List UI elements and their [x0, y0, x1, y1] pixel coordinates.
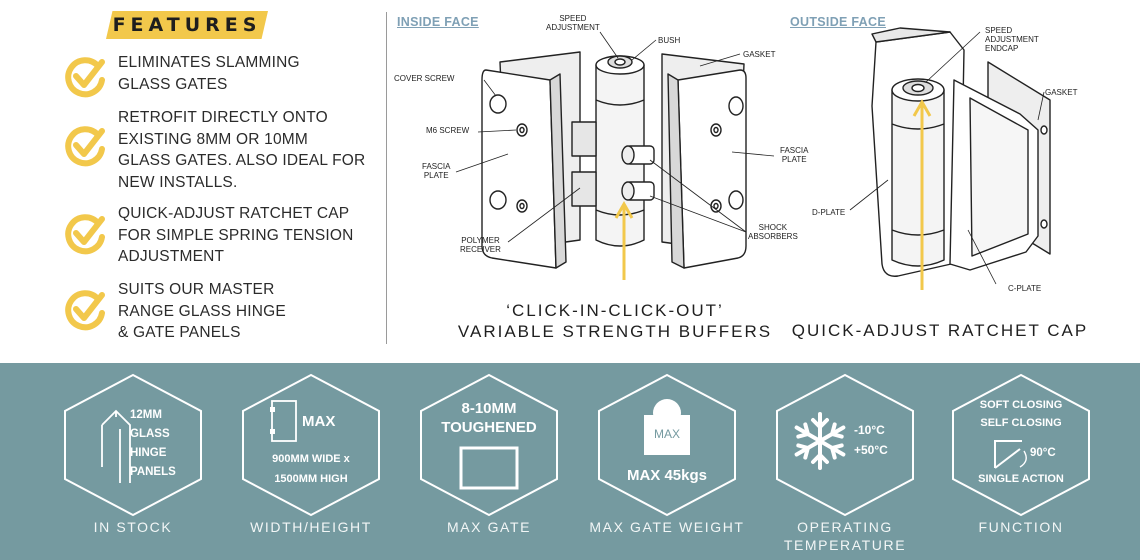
- hexagon-frame: [64, 373, 202, 517]
- spec-max-gate: 8-10MM TOUGHENED MAX GATE: [404, 373, 574, 553]
- feature-item: RETROFIT DIRECTLY ONTO EXISTING 8MM OR 1…: [62, 107, 382, 193]
- spec-in-stock: 12MM GLASS HINGE PANELS IN STOCK: [48, 373, 218, 553]
- hexagon-frame: [952, 373, 1090, 517]
- feature-text: RETROFIT DIRECTLY ONTO EXISTING 8MM OR 1…: [118, 109, 366, 191]
- operating-temperature-label: OPERATING TEMPERATURE: [783, 519, 907, 553]
- feature-text: SUITS OUR MASTER RANGE GLASS HINGE & GAT…: [118, 281, 286, 341]
- callout-bush: BUSH: [658, 36, 681, 45]
- inside-face-hinge-diagram: [455, 31, 775, 280]
- gate-outline-icon: [270, 400, 297, 442]
- outside-face-title: OUTSIDE FACE: [790, 15, 886, 29]
- inside-face-title: INSIDE FACE: [397, 15, 479, 29]
- callout-speed-adjustment-endcap: SPEED ADJUSTMENT ENDCAP: [985, 26, 1039, 53]
- callout-fascia-plate-left: FASCIA PLATE: [422, 162, 451, 180]
- callout-m6-screw: M6 SCREW: [426, 126, 470, 135]
- feature-text: ELIMINATES SLAMMING GLASS GATES: [118, 54, 300, 93]
- function-label: FUNCTION: [978, 519, 1064, 535]
- feature-item: SUITS OUR MASTER RANGE GLASS HINGE & GAT…: [62, 279, 382, 344]
- features-title: FEATURES: [112, 14, 262, 36]
- temperature-high: +50°C: [854, 443, 888, 457]
- glass-panel-icon: [101, 409, 131, 483]
- function-angle: 90°C: [1030, 447, 1056, 459]
- hexagon-frame: [242, 373, 380, 517]
- spec-max-gate-weight: MAX MAX 45kgs MAX GATE WEIGHT: [582, 373, 752, 553]
- spec-function: SOFT CLOSING SELF CLOSING 90°C SINGLE AC…: [936, 373, 1106, 553]
- width-height-max: MAX: [302, 413, 336, 430]
- function-line1: SOFT CLOSING: [979, 399, 1063, 411]
- check-circle-icon: [65, 57, 105, 98]
- function-line2: SELF CLOSING: [980, 417, 1062, 429]
- outside-face-hinge-diagram: [849, 27, 1051, 290]
- function-line3: SINGLE ACTION: [978, 473, 1064, 485]
- feature-text: QUICK-ADJUST RATCHET CAP FOR SIMPLE SPRI…: [118, 205, 354, 265]
- max-gate-weight-value: MAX 45kgs: [626, 467, 708, 484]
- section-divider: [386, 12, 387, 344]
- callout-cover-screw: COVER SCREW: [394, 74, 455, 83]
- width-height-size: 900MM WIDE x 1500MM HIGH: [272, 453, 350, 485]
- swing-angle-icon: [994, 440, 1027, 469]
- callout-c-plate: C-PLATE: [1008, 284, 1042, 293]
- hexagon-frame: [776, 373, 914, 517]
- glass-pane-icon: [459, 446, 519, 490]
- callout-gasket-outside: GASKET: [1045, 88, 1078, 97]
- hexagon-frame: [598, 373, 736, 517]
- callout-fascia-plate-right: FASCIA PLATE: [780, 146, 809, 164]
- callout-polymer-receiver: POLYMER RECEIVER: [460, 236, 501, 254]
- snowflake-icon: [794, 412, 846, 470]
- callout-shock-absorbers: SHOCK ABSORBERS: [748, 223, 798, 241]
- feature-item: QUICK-ADJUST RATCHET CAP FOR SIMPLE SPRI…: [62, 203, 382, 268]
- callout-d-plate: D-PLATE: [812, 208, 846, 217]
- in-stock-text: 12MM GLASS HINGE PANELS: [130, 409, 176, 478]
- weight-icon: [644, 399, 690, 455]
- feature-item: ELIMINATES SLAMMING GLASS GATES: [62, 52, 382, 100]
- spec-width-height: MAX 900MM WIDE x 1500MM HIGH WIDTH/HEIGH…: [226, 373, 396, 553]
- hexagon-frame: [420, 373, 558, 517]
- spec-operating-temperature: -10°C +50°C OPERATING TEMPERATURE: [760, 373, 930, 553]
- in-stock-label: IN STOCK: [93, 519, 173, 535]
- check-circle-icon: [65, 290, 105, 331]
- check-circle-icon: [65, 126, 105, 167]
- temperature-low: -10°C: [854, 423, 885, 437]
- width-height-label: WIDTH/HEIGHT: [250, 519, 372, 535]
- outside-face-caption: QUICK-ADJUST RATCHET CAP: [791, 321, 1089, 340]
- max-gate-text: 8-10MM TOUGHENED: [441, 400, 537, 436]
- max-gate-weight-label: MAX GATE WEIGHT: [589, 519, 745, 535]
- specs-band: [0, 363, 1140, 560]
- inside-face-caption: ‘CLICK-IN-CLICK-OUT’ VARIABLE STRENGTH B…: [457, 301, 773, 341]
- features-header: FEATURES: [106, 11, 268, 39]
- callout-speed-adjustment: SPEED ADJUSTMENT: [546, 14, 600, 32]
- callout-gasket: GASKET: [743, 50, 776, 59]
- max-gate-label: MAX GATE: [446, 519, 532, 535]
- weight-icon-text: MAX: [653, 427, 680, 441]
- check-circle-icon: [65, 214, 105, 255]
